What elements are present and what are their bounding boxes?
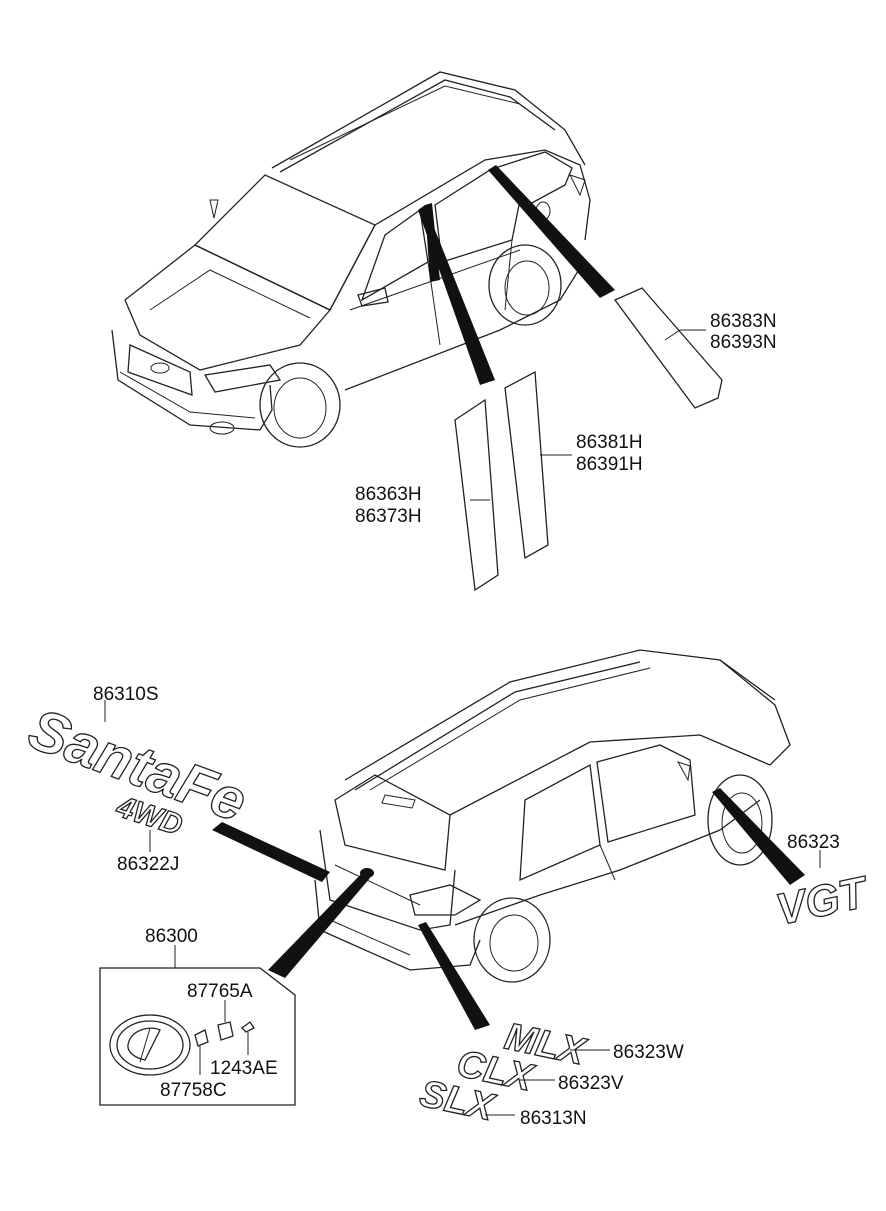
label-86383N: 86383N (710, 311, 777, 332)
label-86313N: 86313N (520, 1108, 587, 1129)
pillar-wedge-middle (425, 203, 440, 282)
wedge-trim-badges (418, 922, 490, 1030)
label-1243AE: 1243AE (210, 1058, 278, 1079)
front-car-illustration (111, 71, 591, 448)
wedge-emblem (268, 873, 370, 978)
clip-87765a (217, 1021, 234, 1041)
hyundai-logo-emblem (109, 1014, 191, 1076)
clip-87758c (194, 1029, 209, 1047)
front-pillar-trim (454, 398, 499, 592)
label-86322J: 86322J (117, 854, 179, 875)
label-86381H: 86381H (576, 432, 643, 453)
label-86323V: 86323V (558, 1073, 624, 1094)
label-87765A: 87765A (187, 981, 253, 1002)
rear-pillar-trim (613, 287, 723, 409)
label-86393N: 86393N (710, 332, 777, 353)
pillar-wedge-rear (488, 165, 615, 298)
label-86391H: 86391H (576, 454, 643, 475)
wedge-vgt (712, 788, 805, 885)
label-87758C: 87758C (160, 1080, 227, 1101)
label-86363H: 86363H (355, 484, 422, 505)
label-86323: 86323 (787, 832, 840, 853)
emblem-assembly-box (99, 967, 296, 1106)
label-86323W: 86323W (613, 1042, 684, 1063)
label-86310S: 86310S (93, 684, 159, 705)
label-86373H: 86373H (355, 506, 422, 527)
wedge-4wd (212, 822, 330, 882)
label-86300: 86300 (145, 926, 198, 947)
rear-car-illustration (314, 649, 791, 983)
screw-1243ae (241, 1021, 255, 1033)
pillar-wedge-front (418, 205, 495, 385)
middle-pillar-trim (504, 370, 549, 560)
